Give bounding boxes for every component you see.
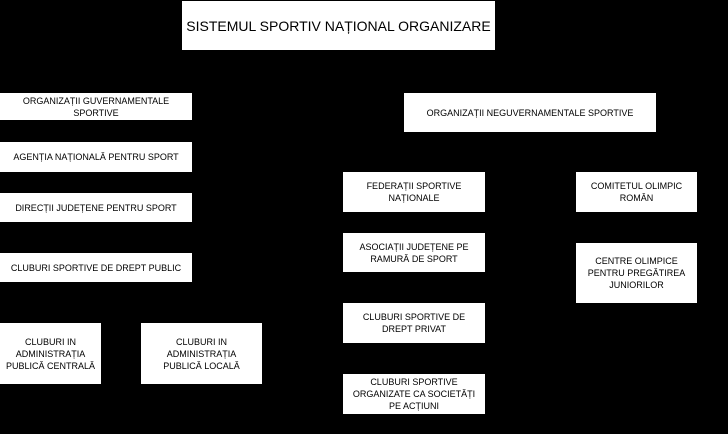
gov-orgs-box: ORGANIZAȚII GUVERNAMENTALE SPORTIVE	[0, 93, 192, 120]
national-agency-box: AGENȚIA NAȚIONALĂ PENTRU SPORT	[0, 142, 192, 172]
gov-orgs-label: ORGANIZAȚII GUVERNAMENTALE SPORTIVE	[22, 95, 170, 118]
county-directions-label: DIRECȚII JUDEȚENE PENTRU SPORT	[15, 202, 177, 213]
central-clubs-box: CLUBURI IN ADMINISTRAȚIA PUBLICĂ CENTRAL…	[0, 323, 101, 384]
olympic-centers-box: CENTRE OLIMPICE PENTRU PREGĂTIREA JUNIOR…	[576, 243, 697, 303]
share-clubs-box: CLUBURI SPORTIVE ORGANIZATE CA SOCIETĂȚI…	[343, 374, 485, 414]
national-agency-label: AGENȚIA NAȚIONALĂ PENTRU SPORT	[13, 152, 179, 162]
public-clubs-box: CLUBURI SPORTIVE DE DREPT PUBLIC	[0, 253, 192, 282]
county-associations-label: ASOCIAȚII JUDEȚENE PE RAMURĂ DE SPORT	[359, 241, 469, 264]
county-directions-box: DIRECȚII JUDEȚENE PENTRU SPORT	[0, 193, 192, 222]
olympic-centers-label: CENTRE OLIMPICE PENTRU PREGĂTIREA JUNIOR…	[587, 256, 686, 290]
national-federations-label: FEDERAȚII SPORTIVE NAȚIONALE	[366, 181, 462, 203]
olympic-committee-box: COMITETUL OLIMPIC ROMÂN	[576, 172, 697, 212]
nongov-orgs-label: ORGANIZAȚII NEGUVERNAMENTALE SPORTIVE	[426, 107, 634, 118]
nongov-orgs-box: ORGANIZAȚII NEGUVERNAMENTALE SPORTIVE	[404, 93, 656, 132]
private-clubs-box: CLUBURI SPORTIVE DE DREPT PRIVAT	[343, 303, 485, 343]
share-clubs-label: CLUBURI SPORTIVE ORGANIZATE CA SOCIETĂȚI…	[352, 377, 476, 411]
public-clubs-label: CLUBURI SPORTIVE DE DREPT PUBLIC	[10, 262, 182, 273]
national-federations-box: FEDERAȚII SPORTIVE NAȚIONALE	[343, 172, 485, 212]
chart-title-box: SISTEMUL SPORTIV NAȚIONAL ORGANIZARE	[182, 1, 495, 50]
chart-title: SISTEMUL SPORTIV NAȚIONAL ORGANIZARE	[186, 17, 491, 34]
private-clubs-label: CLUBURI SPORTIVE DE DREPT PRIVAT	[362, 312, 466, 334]
central-clubs-label: CLUBURI IN ADMINISTRAȚIA PUBLICĂ CENTRAL…	[5, 336, 96, 371]
county-associations-box: ASOCIAȚII JUDEȚENE PE RAMURĂ DE SPORT	[343, 233, 485, 272]
olympic-committee-label: COMITETUL OLIMPIC ROMÂN	[590, 181, 683, 203]
local-clubs-label: CLUBURI IN ADMINISTRAȚIA PUBLICĂ LOCALĂ	[163, 336, 240, 371]
local-clubs-box: CLUBURI IN ADMINISTRAȚIA PUBLICĂ LOCALĂ	[141, 323, 262, 384]
